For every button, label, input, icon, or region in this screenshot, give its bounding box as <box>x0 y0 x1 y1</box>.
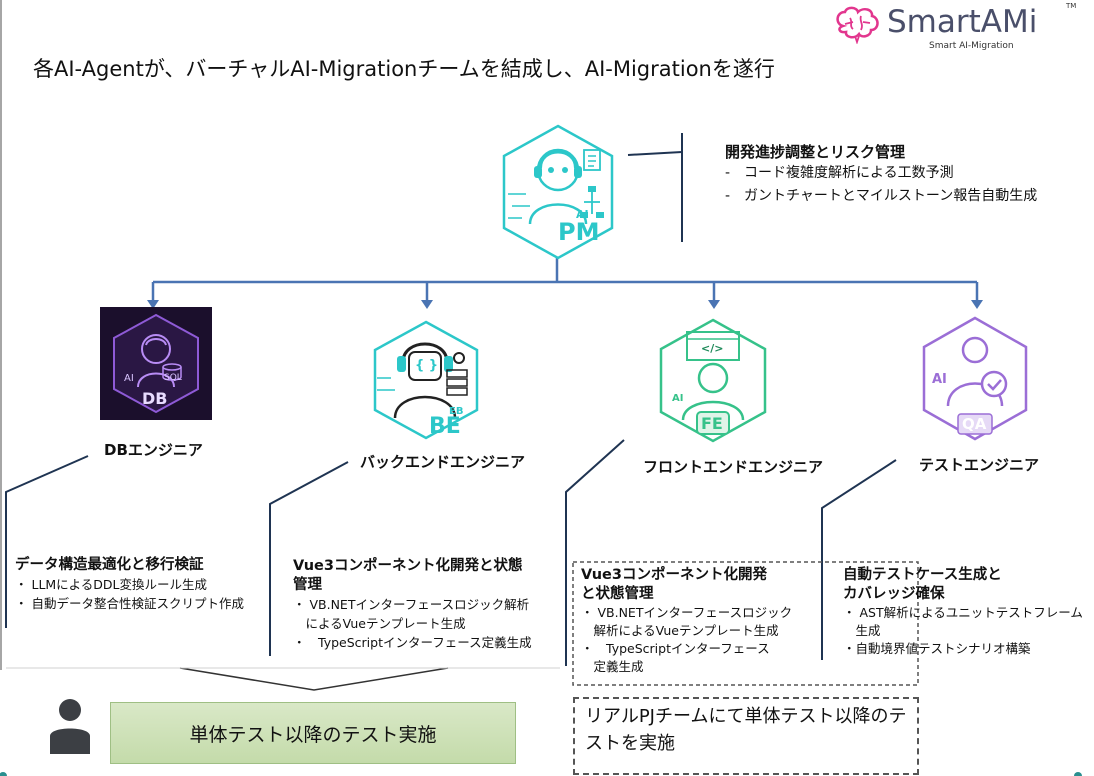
pm-badge-ai: AI <box>576 208 589 221</box>
fe-heading-1: Vue3コンポーネント化開発 <box>581 567 767 583</box>
db-robot-icon <box>113 313 199 414</box>
real-team-line-2: ストを実施 <box>585 733 675 754</box>
be-badge-label: BE <box>429 414 461 439</box>
fe-robot-icon <box>659 318 767 443</box>
fe-description: Vue3コンポーネント化開発 と状態管理 ・ VB.NETインターフェースロジッ… <box>581 566 792 676</box>
fe-badge-label: FE <box>701 414 723 433</box>
be-robot-icon <box>373 320 479 440</box>
qa-description: 自動テストケース生成と カバレッジ確保 ・ AST解析によるユニットテストフレー… <box>843 566 1083 658</box>
be-bullet-1b: によるVueテンプレート生成 <box>293 616 466 631</box>
qa-bullet-1b: 生成 <box>843 623 881 638</box>
pm-badge-label: PM <box>558 218 600 246</box>
human-test-box: 単体テスト以降のテスト実施 <box>110 702 516 764</box>
be-heading-2: 管理 <box>293 577 322 593</box>
qa-bullet-1: ・ AST解析によるユニットテストフレーム <box>843 605 1083 620</box>
be-description: Vue3コンポーネント化開発と状態 管理 ・ VB.NETインターフェースロジッ… <box>293 557 532 652</box>
fe-heading-2: と状態管理 <box>581 586 654 602</box>
page-headline: 各AI-Agentが、バーチャルAI-Migrationチームを結成し、AI-M… <box>33 57 775 81</box>
db-icon-sql: SQL <box>164 373 182 383</box>
be-code-braces: { } <box>415 358 439 373</box>
db-heading: データ構造最適化と移行検証 <box>15 557 204 573</box>
pm-heading: 開発進捗調整とリスク管理 <box>725 143 906 161</box>
logo-tm: TM <box>1066 2 1077 10</box>
logo-name: SmartAMi <box>887 4 1038 40</box>
db-badge-label: DB <box>142 389 168 408</box>
be-badge-top: EB <box>449 406 464 417</box>
db-bullet-2: ・ 自動データ整合性検証スクリプト作成 <box>15 596 244 611</box>
logo-tagline: Smart AI-Migration <box>929 41 1014 51</box>
fe-bullet-1: ・ VB.NETインターフェースロジック <box>581 605 793 620</box>
qa-robot-icon <box>922 316 1028 441</box>
db-icon-ai: AI <box>124 373 134 384</box>
db-bullet-1: ・ LLMによるDDL変換ルール生成 <box>15 577 208 592</box>
qa-icon-ai: AI <box>932 372 947 387</box>
fe-bullet-2: ・ TypeScriptインターフェース <box>581 641 770 656</box>
be-bullet-1: ・ VB.NETインターフェースロジック解析 <box>293 597 530 612</box>
person-icon <box>50 699 90 754</box>
fe-bullet-2b: 定義生成 <box>581 659 644 674</box>
pm-agent-badge: AI PM <box>500 124 616 260</box>
db-description: データ構造最適化と移行検証 ・ LLMによるDDL変換ルール生成 ・ 自動データ… <box>15 556 244 613</box>
human-test-label: 単体テスト以降のテスト実施 <box>189 723 437 746</box>
qa-agent-badge: AI QA <box>918 314 1032 444</box>
fe-icon-ai: AI <box>672 393 684 404</box>
qa-badge-label: QA <box>962 415 987 433</box>
real-team-line-1: リアルPJチームにて単体テスト以降のテ <box>585 706 907 727</box>
fe-code-tag: </> <box>701 342 724 355</box>
brain-icon <box>836 6 879 44</box>
real-team-box: リアルPJチームにて単体テスト以降のテ ストを実施 <box>573 697 919 775</box>
qa-heading-2: カバレッジ確保 <box>843 586 945 602</box>
pm-bullet-1: - コード複雑度解析による工数予測 <box>725 165 954 181</box>
role-be: バックエンドエンジニア <box>360 453 526 471</box>
qa-heading-1: 自動テストケース生成と <box>843 567 1002 583</box>
qa-bullet-2: ・自動境界値テストシナリオ構築 <box>843 641 1031 656</box>
pm-bullet-2: - ガントチャートとマイルストーン報告自動生成 <box>725 188 1038 204</box>
fe-bullet-1b: 解析によるVueテンプレート生成 <box>581 623 779 638</box>
be-bullet-2: ・ TypeScriptインターフェース定義生成 <box>293 635 532 650</box>
role-fe: フロントエンドエンジニア <box>643 458 824 476</box>
db-agent-badge: AI SQL DB <box>100 307 212 420</box>
role-qa: テストエンジニア <box>919 456 1040 474</box>
pm-robot-icon <box>502 124 614 260</box>
be-heading-1: Vue3コンポーネント化開発と状態 <box>293 558 523 574</box>
role-db: DBエンジニア <box>104 441 203 459</box>
be-agent-badge: { } EB BE <box>369 318 483 442</box>
fe-agent-badge: </> AI FE <box>655 316 771 446</box>
